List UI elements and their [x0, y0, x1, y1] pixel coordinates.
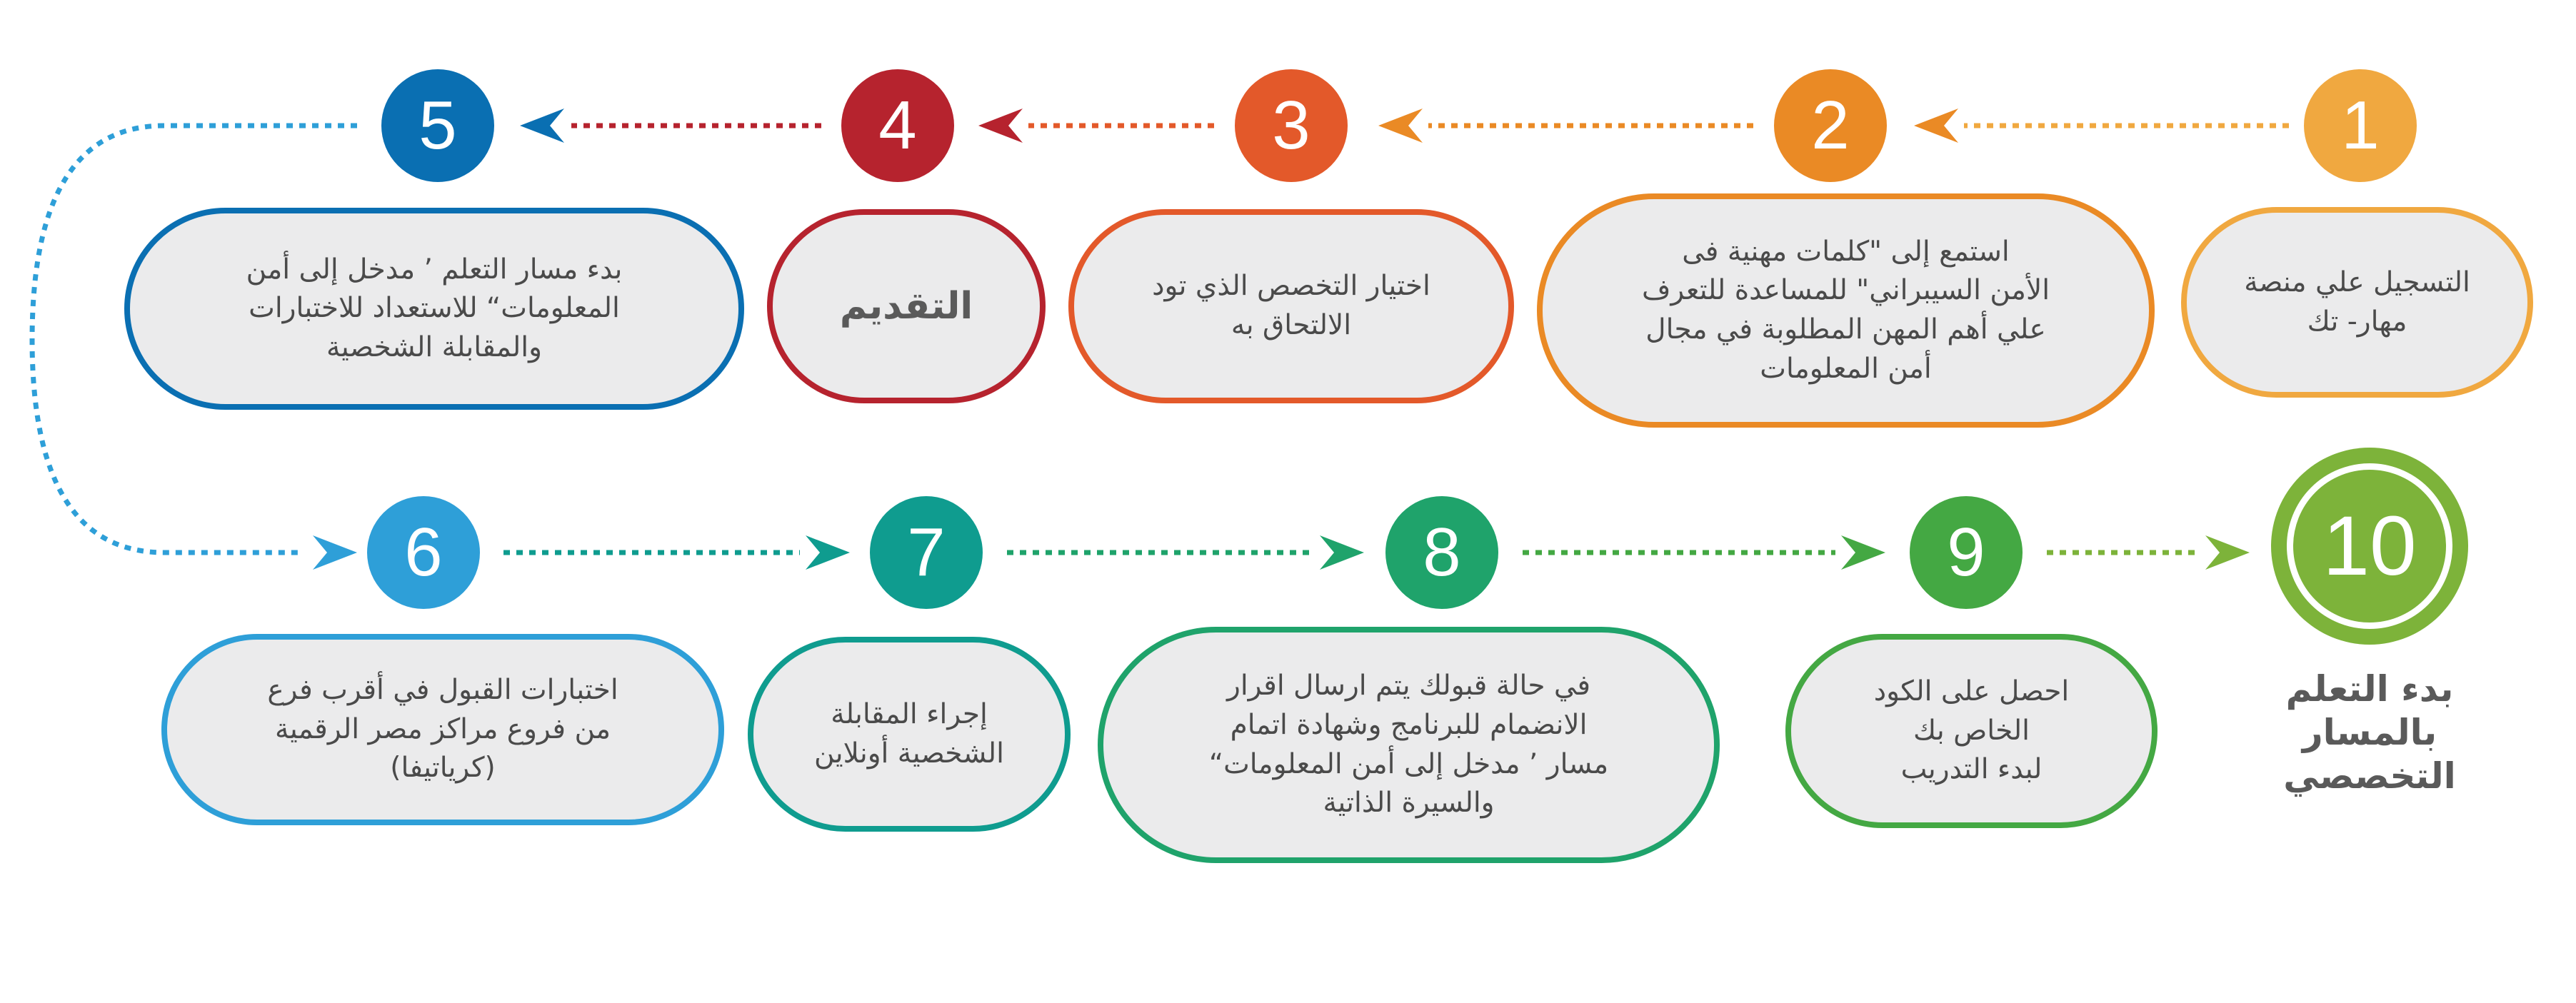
arrow-1-2 [1914, 109, 1958, 143]
step-7-description: إجراء المقابلة الشخصية أونلاين [748, 637, 1071, 832]
step-2-circle: 2 [1774, 69, 1887, 182]
arrow-9-10 [2205, 535, 2250, 570]
arrow-8-9 [1841, 535, 1885, 570]
step-6-description: اختبارات القبول في أقرب فرع من فروع مراك… [161, 634, 724, 825]
step-1-description: التسجيل علي منصة مهار- تك [2181, 207, 2533, 398]
step-8-circle: 8 [1385, 496, 1498, 609]
arrow-5-6 [313, 535, 357, 570]
step-4-circle: 4 [841, 69, 954, 182]
step-1-circle: 1 [2304, 69, 2417, 182]
step-9-circle: 9 [1910, 496, 2023, 609]
arrow-6-7 [806, 535, 850, 570]
step-5-description: بدء مسار التعلم ’ مدخل إلى أمن المعلومات… [124, 208, 744, 410]
step-8-description: في حالة قبولك يتم ارسال اقرار الانضمام ل… [1098, 627, 1720, 863]
step-10-caption: بدء التعلم بالمسار التخصصي [2283, 668, 2456, 797]
step-6-circle: 6 [367, 496, 480, 609]
connector-5-6 [29, 123, 357, 555]
step-10-number: 10 [2287, 463, 2452, 629]
step-3-circle: 3 [1235, 69, 1348, 182]
step-3-description: اختيار التخصص الذي تود الالتحاق به [1068, 209, 1514, 403]
step-2-description: استمع إلى "كلمات مهنية فى الأمن السيبران… [1537, 193, 2155, 428]
step-7-circle: 7 [870, 496, 983, 609]
step-4-description: التقديم [767, 209, 1046, 403]
arrow-2-3 [1378, 109, 1423, 143]
step-9-description: احصل على الكود الخاص بك لبدء التدريب [1785, 634, 2157, 828]
step-10-circle: 10 [2271, 448, 2468, 645]
arrow-3-4 [978, 109, 1023, 143]
step-5-circle: 5 [381, 69, 494, 182]
arrow-7-8 [1320, 535, 1364, 570]
arrow-4-5 [520, 109, 564, 143]
